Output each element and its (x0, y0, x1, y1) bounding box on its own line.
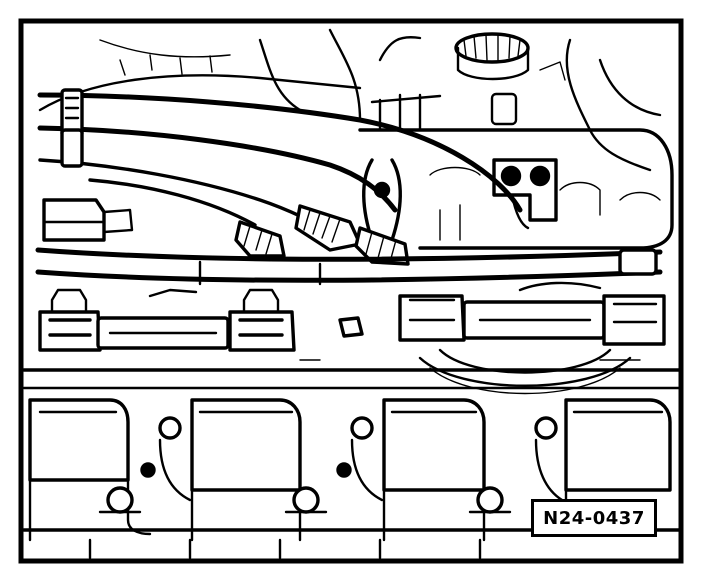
left-injectors (38, 288, 296, 352)
fuel-rail (35, 247, 663, 286)
cylinder-head-edge (22, 359, 682, 390)
valve-cover (358, 92, 674, 250)
left-connector (42, 198, 134, 242)
coil-mounting-bolts (98, 416, 564, 514)
coolant-hoses (37, 92, 523, 242)
hose-bracket (492, 158, 558, 230)
figure-reference-code: N24-0437 (543, 507, 645, 529)
ignition-coils (28, 398, 672, 542)
figure-reference-label: N24-0437 (531, 499, 657, 537)
oil-filler-cap (454, 32, 530, 81)
threaded-fittings (234, 204, 410, 266)
right-injectors (398, 281, 666, 346)
hose-clamps (60, 88, 84, 168)
